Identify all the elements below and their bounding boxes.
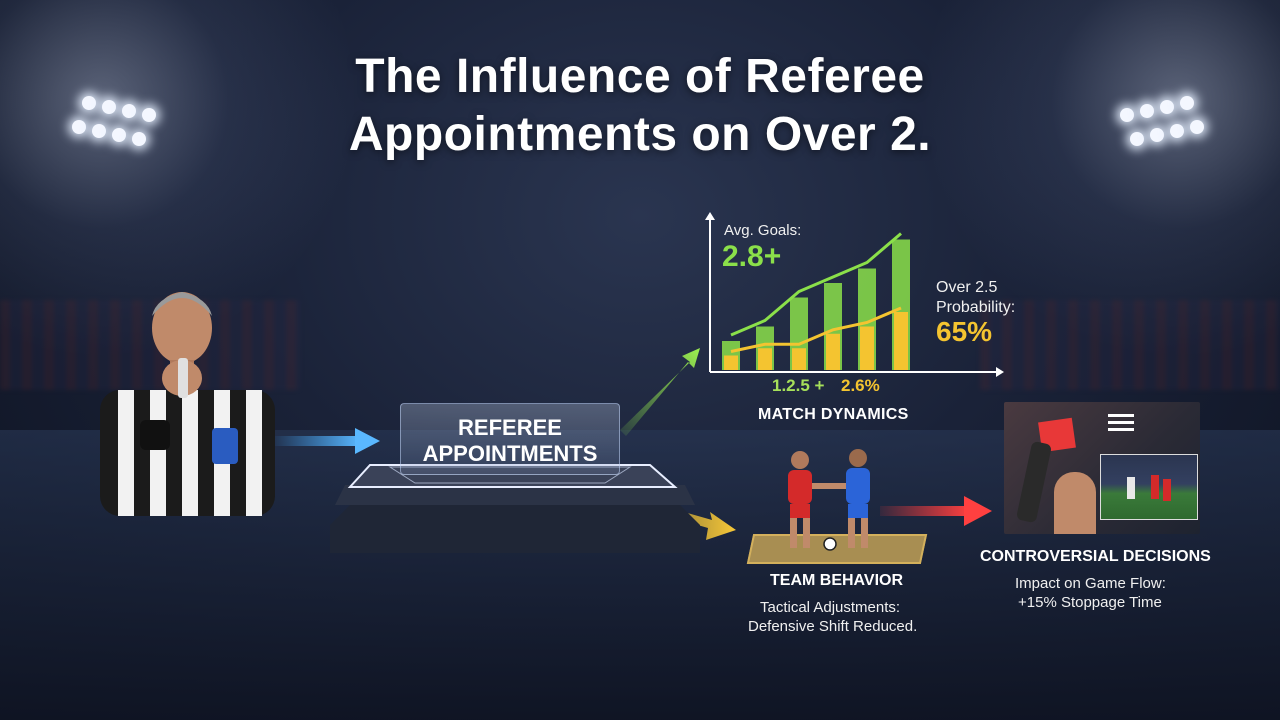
team-behavior-caption: TEAM BEHAVIOR bbox=[770, 572, 904, 589]
chart-tick-label-b: 2.6% bbox=[841, 376, 880, 395]
yellow-trend-line bbox=[730, 306, 902, 353]
yellow-bar bbox=[792, 348, 806, 370]
chart-bars bbox=[722, 239, 910, 370]
referee-appointments-label: REFEREE APPOINTMENTS bbox=[400, 403, 620, 475]
page-title: The Influence of Referee Appointments on… bbox=[348, 50, 932, 161]
arrow-referee-to-appointments bbox=[270, 428, 380, 454]
crowd-right bbox=[980, 300, 1280, 390]
chart-tick-label-a: 1.2.5 + bbox=[772, 376, 825, 395]
controversial-decisions-caption: CONTROVERSIAL DECISIONS bbox=[980, 548, 1211, 565]
player-face bbox=[1054, 472, 1096, 534]
appointments-platform bbox=[330, 464, 700, 553]
yellow-bar bbox=[860, 326, 874, 370]
soccer-ball-icon bbox=[823, 537, 837, 551]
green-trend-line bbox=[730, 232, 902, 337]
arrow-to-controversial bbox=[880, 496, 992, 526]
raised-arm bbox=[1015, 440, 1053, 524]
avg-goals-value: 2.8+ bbox=[722, 240, 782, 273]
arrow-to-match-dynamics bbox=[620, 348, 700, 436]
yellow-bar bbox=[826, 333, 840, 370]
yellow-bar bbox=[758, 348, 772, 370]
goals-chart bbox=[705, 212, 1004, 377]
crowd-left bbox=[0, 300, 300, 390]
referee-figure bbox=[100, 292, 275, 516]
motion-lines-icon bbox=[1108, 414, 1134, 417]
team-behavior-line-2: Defensive Shift Reduced. bbox=[748, 618, 918, 635]
controversial-line-1: Impact on Game Flow: bbox=[1015, 575, 1166, 592]
controversial-line-2: +15% Stoppage Time bbox=[1018, 594, 1162, 611]
team-behavior-line-1: Tactical Adjustments: bbox=[760, 599, 901, 616]
over-probability-value: 65% bbox=[936, 316, 993, 347]
whistle-icon bbox=[178, 358, 188, 398]
match-action-thumbnail bbox=[1100, 454, 1198, 520]
badge-icon bbox=[212, 428, 238, 464]
yellow-bar bbox=[724, 355, 738, 370]
players-handshake bbox=[788, 449, 870, 551]
yellow-bar bbox=[894, 312, 908, 370]
avg-goals-label: Avg. Goals: bbox=[724, 222, 802, 239]
over-probability-label: Over 2.5 Probability: bbox=[936, 279, 1016, 316]
match-dynamics-caption: MATCH DYNAMICS bbox=[758, 406, 909, 423]
